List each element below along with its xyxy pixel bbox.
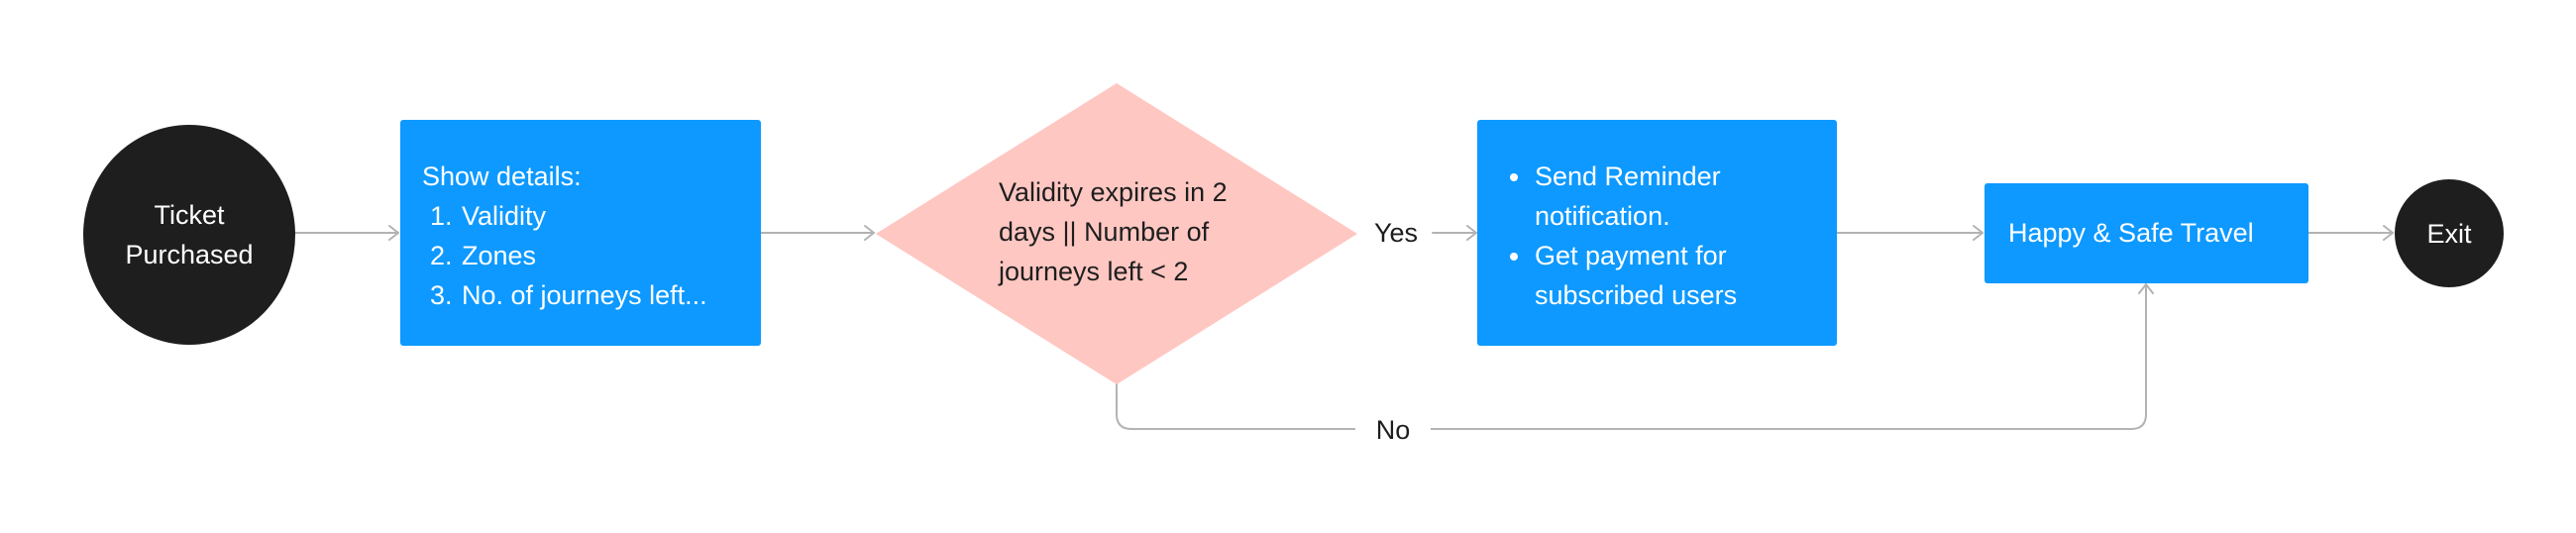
show-details-box[interactable]: Show details: Validity Zones No. of jour… — [400, 120, 761, 346]
edge-label-no: No — [1355, 410, 1431, 450]
start-node-label: Ticket Purchased — [125, 200, 254, 269]
connector-no-to-travel — [1116, 283, 2154, 430]
exit-node[interactable]: Exit — [2395, 179, 2504, 287]
decision-node-label: Validity expires in 2 days || Number of … — [999, 177, 1228, 286]
decision-diamond-shape — [876, 83, 1357, 384]
reminder-box[interactable]: Send Reminder notification. Get payment … — [1477, 120, 1837, 346]
details-list: Validity Zones No. of journeys left... — [422, 196, 761, 315]
reminder-list: Send Reminder notification. Get payment … — [1499, 157, 1837, 315]
reminder-item-payment: Get payment for subscribed users — [1533, 236, 1837, 315]
connector-start-to-details — [294, 225, 399, 241]
decision-node[interactable]: Validity expires in 2 days || Number of … — [876, 83, 1357, 384]
reminder-item-send: Send Reminder notification. — [1533, 157, 1837, 236]
happy-travel-label: Happy & Safe Travel — [2008, 218, 2254, 248]
details-item-validity: Validity — [460, 196, 761, 236]
connector-yes-to-reminder — [1432, 225, 1477, 241]
happy-travel-box[interactable]: Happy & Safe Travel — [1985, 183, 2308, 283]
details-item-zones: Zones — [460, 236, 761, 275]
connector-reminder-to-travel — [1836, 225, 1984, 241]
edge-label-yes: Yes — [1361, 213, 1431, 253]
details-item-journeys: No. of journeys left... — [460, 275, 761, 315]
show-details-heading: Show details: — [422, 161, 582, 191]
exit-node-label: Exit — [2426, 218, 2472, 249]
connector-travel-to-exit — [2308, 225, 2394, 241]
connector-details-to-decision — [760, 225, 875, 241]
start-node[interactable]: Ticket Purchased — [83, 125, 295, 345]
